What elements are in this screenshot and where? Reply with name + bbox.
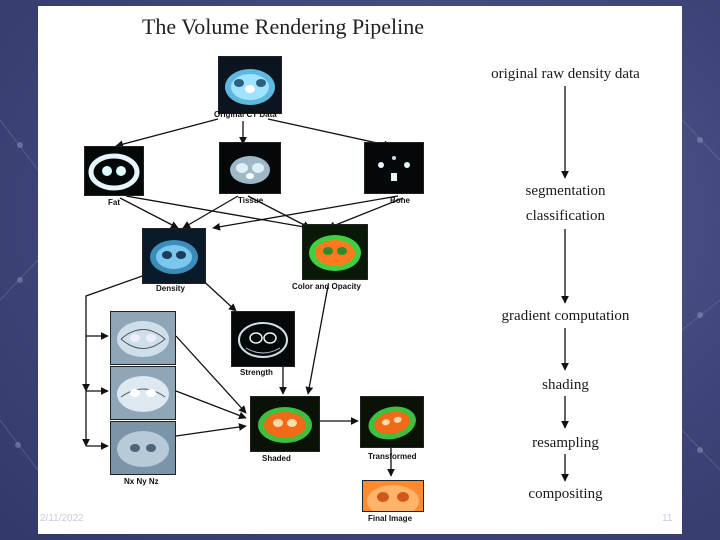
label-original-ct: Original CT Data bbox=[214, 110, 277, 119]
color-opacity-image bbox=[302, 224, 368, 280]
arrow-original-fat bbox=[115, 118, 219, 148]
fat-image bbox=[84, 146, 144, 196]
bone-image bbox=[364, 142, 424, 194]
transformed-image bbox=[360, 396, 424, 448]
tissue-image bbox=[219, 142, 281, 194]
normal-y-image bbox=[110, 366, 176, 420]
label-density: Density bbox=[156, 284, 185, 293]
step-original-raw-density: original raw density data bbox=[491, 66, 640, 82]
label-color-opacity: Color and Opacity bbox=[292, 282, 361, 291]
final-image bbox=[362, 480, 424, 512]
footer-page-number: 11 bbox=[662, 513, 673, 524]
label-tissue: Tissue bbox=[238, 196, 264, 205]
step-gradient-computation: gradient computation bbox=[501, 308, 630, 324]
label-nxnynz: Nx Ny Nz bbox=[124, 477, 159, 486]
step-segmentation: segmentation bbox=[525, 183, 606, 199]
label-strength: Strength bbox=[240, 368, 273, 377]
strength-image bbox=[231, 311, 295, 367]
step-classification: classification bbox=[525, 208, 606, 224]
label-fat: Fat bbox=[108, 198, 120, 207]
shaded-image bbox=[250, 396, 320, 452]
footer-date: 2/11/2022 bbox=[40, 513, 84, 524]
label-final-image: Final Image bbox=[368, 514, 413, 523]
step-resampling: resampling bbox=[532, 435, 599, 451]
original-ct-image bbox=[218, 56, 282, 114]
normal-z-image bbox=[110, 421, 176, 475]
normal-x-image bbox=[110, 311, 176, 365]
density-image bbox=[142, 228, 206, 284]
label-transformed: Transformed bbox=[368, 452, 417, 461]
slide-title: The Volume Rendering Pipeline bbox=[141, 14, 425, 39]
label-shaded: Shaded bbox=[262, 454, 291, 463]
step-compositing: compositing bbox=[528, 486, 603, 502]
label-bone: Bone bbox=[390, 196, 410, 205]
arrow-original-bone bbox=[267, 118, 392, 149]
step-shading: shading bbox=[542, 377, 589, 393]
slide: The Volume Rendering Pipeline bbox=[38, 6, 682, 534]
pipeline-diagram bbox=[82, 86, 569, 482]
